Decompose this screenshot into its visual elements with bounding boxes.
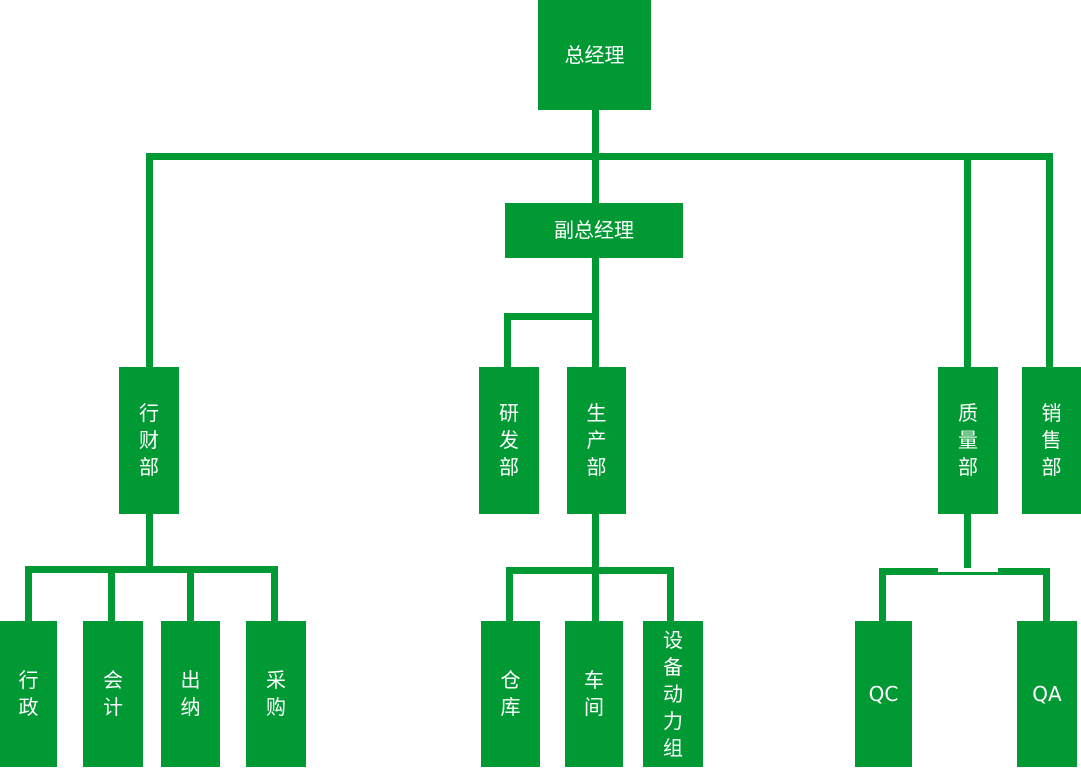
org-node-warehouse-label: 仓库 <box>500 668 521 719</box>
org-node-warehouse: 仓库 <box>481 621 540 767</box>
connector-drop-quality <box>964 153 971 367</box>
connector-drop-warehouse <box>506 567 513 621</box>
org-node-procurement: 采购 <box>246 621 306 767</box>
connector-left-horizontal <box>25 566 278 573</box>
connector-mid-horizontal <box>506 567 674 574</box>
connector-drop-procurement <box>271 566 278 621</box>
connector-dgm-to-production <box>592 258 599 367</box>
org-node-qc-label: QC <box>868 681 899 706</box>
org-node-accounting: 会计 <box>83 621 143 767</box>
org-node-sales-dept-label: 销售部 <box>1041 401 1062 479</box>
connector-drop-cashier <box>187 566 194 621</box>
org-node-cashier: 出纳 <box>161 621 220 767</box>
connector-drop-sales <box>1046 153 1053 367</box>
org-node-general-manager-label: 总经理 <box>564 42 625 67</box>
org-node-equipment-power-group: 设备动力组 <box>643 621 703 767</box>
org-node-procurement-label: 采购 <box>266 668 286 719</box>
org-node-equipment-power-group-label: 设备动力组 <box>663 627 683 760</box>
org-node-sales-dept: 销售部 <box>1022 367 1081 514</box>
org-node-admin-finance-dept: 行财部 <box>119 367 179 514</box>
org-node-administration: 行政 <box>0 621 57 767</box>
connector-top-horizontal <box>148 153 1053 160</box>
org-node-quality-dept-label: 质量部 <box>958 401 978 479</box>
connector-drop-admin-finance <box>146 153 153 367</box>
connector-drop-rd <box>504 313 511 367</box>
org-node-cashier-label: 出纳 <box>180 668 201 719</box>
connector-dgm-elbow-horizontal <box>504 313 599 320</box>
org-node-qa-label: QA <box>1032 681 1062 706</box>
org-node-general-manager: 总经理 <box>538 0 651 110</box>
org-node-administration-label: 行政 <box>18 668 39 719</box>
connector-adminfinance-down <box>146 514 153 573</box>
connector-quality-down <box>964 514 971 575</box>
org-node-admin-finance-dept-label: 行财部 <box>139 401 159 479</box>
org-node-quality-dept: 质量部 <box>938 367 998 514</box>
org-node-deputy-general-manager-label: 副总经理 <box>554 218 634 242</box>
org-node-rd-dept-label: 研发部 <box>499 401 519 479</box>
org-node-production-dept: 生产部 <box>567 367 626 514</box>
org-node-accounting-label: 会计 <box>103 668 123 719</box>
org-node-deputy-general-manager: 副总经理 <box>505 203 683 258</box>
connector-drop-accounting <box>108 566 115 621</box>
connector-drop-administration <box>25 566 32 621</box>
org-node-qa: QA <box>1017 621 1077 767</box>
org-node-workshop-label: 车间 <box>584 668 604 719</box>
org-node-rd-dept: 研发部 <box>479 367 539 514</box>
org-node-production-dept-label: 生产部 <box>586 401 607 479</box>
connector-drop-qc <box>879 568 886 621</box>
connector-drop-equipment-power <box>667 567 674 621</box>
org-node-qc: QC <box>855 621 912 767</box>
connector-production-down <box>592 514 599 574</box>
connector-drop-qa <box>1043 568 1050 621</box>
connector-right-horizontal-notch <box>938 568 998 572</box>
connector-drop-workshop <box>592 567 599 621</box>
org-node-workshop: 车间 <box>565 621 623 767</box>
